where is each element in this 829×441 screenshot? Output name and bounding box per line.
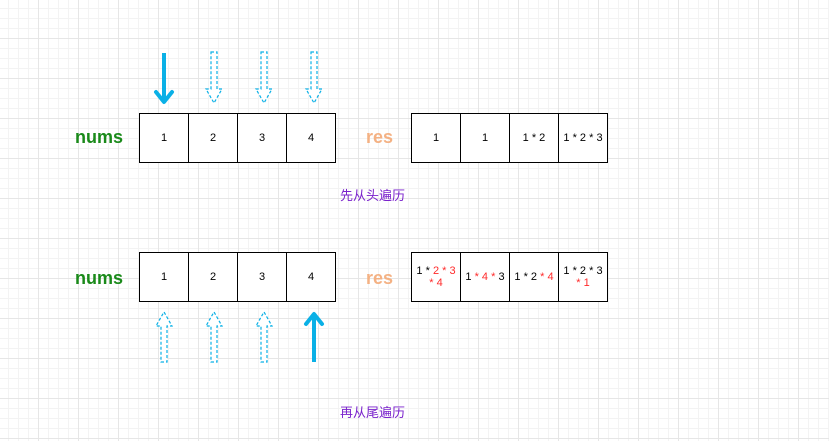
res-cell-line: 1 (433, 132, 439, 144)
bottom-nums-cell: 2 (188, 252, 238, 302)
res-cell-line: 1 * 2 * 3 (563, 132, 602, 144)
dashed-arrow-down-icon (204, 51, 224, 105)
top-nums-array: 1 2 3 4 (139, 113, 336, 163)
dashed-arrow-up-icon (154, 310, 174, 363)
bottom-res-cell: 1 * 4 * 3 (460, 252, 510, 302)
solid-arrow-up-icon (304, 312, 324, 362)
res-cell-line: * 1 (576, 277, 589, 289)
res-term-highlight: * 1 (576, 277, 590, 289)
res-term: 1 * 2 * 3 (563, 132, 603, 144)
bottom-nums-array: 1 2 3 4 (139, 252, 336, 302)
bottom-res-label: res (366, 268, 394, 288)
bottom-nums-cell: 1 (139, 252, 189, 302)
top-res-label: res (366, 127, 394, 147)
bottom-caption: 再从尾遍历 (340, 406, 406, 421)
top-nums-cell: 4 (286, 113, 336, 163)
bottom-res-array: 1 * 2 * 3* 4 1 * 4 * 3 1 * 2 * 4 1 * 2 *… (411, 252, 608, 302)
res-cell-line: 1 * 2 (523, 132, 546, 144)
bottom-res-cell: 1 * 2 * 3* 4 (411, 252, 461, 302)
res-term-highlight: * 4 * (474, 271, 496, 283)
res-term-highlight: * 4 (540, 271, 554, 283)
solid-arrow-down-icon (154, 53, 174, 104)
dashed-arrow-down-icon (304, 51, 324, 105)
res-term: 1 * 2 (522, 132, 546, 144)
bottom-nums-cell: 3 (237, 252, 287, 302)
res-cell-line: 1 (482, 132, 488, 144)
res-cell-line: * 4 (429, 277, 442, 289)
top-nums-cell: 3 (237, 113, 287, 163)
res-cell-line: 1 * 2 * 3 (563, 265, 602, 277)
dashed-arrow-up-icon (254, 310, 274, 363)
res-cell-line: 1 * 2 * 4 (514, 271, 553, 283)
res-cell-line: 1 * 4 * 3 (465, 271, 504, 283)
res-term-highlight: 2 * 3 (432, 265, 456, 277)
dashed-arrow-down-icon (254, 51, 274, 105)
top-res-cell: 1 (411, 113, 461, 163)
res-cell-line: 1 * 2 * 3 (416, 265, 455, 277)
top-res-cell: 1 * 2 * 3 (558, 113, 608, 163)
res-term: 1 (432, 132, 440, 144)
res-term: 1 (465, 271, 475, 283)
res-term: 1 (481, 132, 489, 144)
res-term-highlight: * 4 (429, 277, 443, 289)
bottom-nums-label: nums (75, 268, 124, 288)
res-term: 1 * 2 * 3 (563, 265, 603, 277)
res-term: 1 * 2 (514, 271, 541, 283)
dashed-arrow-up-icon (204, 310, 224, 363)
bottom-res-cell: 1 * 2 * 3* 1 (558, 252, 608, 302)
top-nums-label: nums (75, 127, 124, 147)
res-term: 3 (495, 271, 505, 283)
top-res-array: 1 1 1 * 2 1 * 2 * 3 (411, 113, 608, 163)
top-caption: 先从头遍历 (340, 189, 406, 204)
bottom-nums-cell: 4 (286, 252, 336, 302)
res-term: 1 * (416, 265, 433, 277)
bottom-res-cell: 1 * 2 * 4 (509, 252, 559, 302)
